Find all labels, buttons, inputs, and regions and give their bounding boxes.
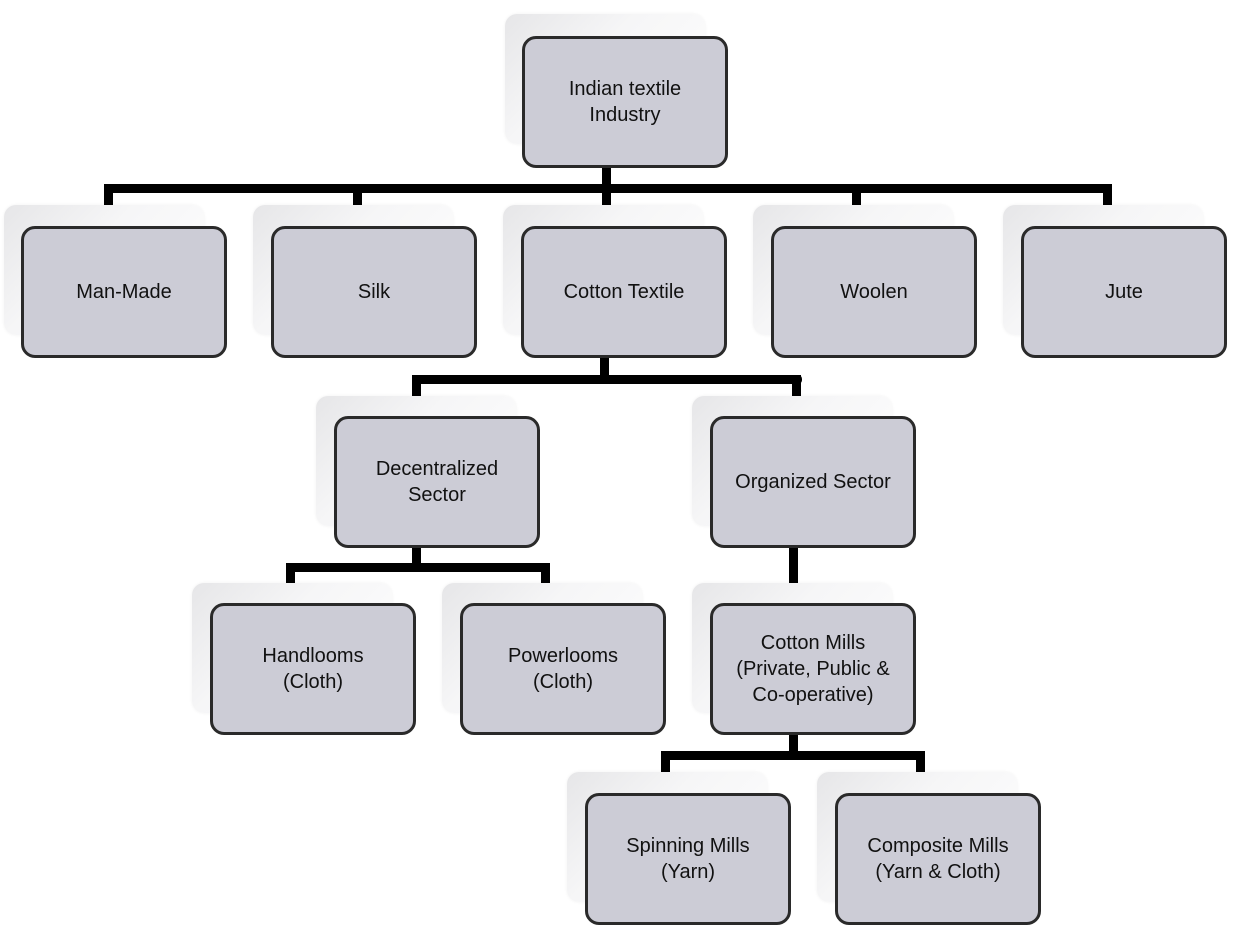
node-powerlooms: Powerlooms (Cloth) <box>460 603 666 735</box>
node-decentralized-sector: Decentralized Sector <box>334 416 540 548</box>
connector-powerlooms <box>541 563 550 585</box>
node-cotton-textile: Cotton Textile <box>521 226 727 358</box>
node-spinning-mills: Spinning Mills (Yarn) <box>585 793 791 925</box>
node-organized-sector: Organized Sector <box>710 416 916 548</box>
node-handlooms: Handlooms (Cloth) <box>210 603 416 735</box>
connector-jute <box>1103 184 1112 208</box>
node-root: Indian textile Industry <box>522 36 728 168</box>
connector-decentral-stem <box>412 547 421 571</box>
connector-organized <box>792 375 801 399</box>
connector-mills-bus <box>661 751 925 760</box>
connector-cotton-bus <box>412 375 802 384</box>
node-composite-mills: Composite Mills (Yarn & Cloth) <box>835 793 1041 925</box>
connector-cotton <box>602 184 611 208</box>
connector-spinning <box>661 751 670 775</box>
connector-woolen <box>852 184 861 208</box>
connector-cotton-stem <box>600 355 609 383</box>
node-woolen: Woolen <box>771 226 977 358</box>
connector-mills-stem <box>789 735 798 759</box>
connector-silk <box>353 184 362 208</box>
connector-root-stem <box>602 168 611 188</box>
node-jute: Jute <box>1021 226 1227 358</box>
node-cotton-mills: Cotton Mills (Private, Public & Co-opera… <box>710 603 916 735</box>
node-man-made: Man-Made <box>21 226 227 358</box>
connector-man-made <box>104 184 113 208</box>
connector-decentralized <box>412 375 421 399</box>
connector-handlooms <box>286 563 295 585</box>
connector-organized-mills <box>789 547 798 585</box>
node-silk: Silk <box>271 226 477 358</box>
connector-composite <box>916 751 925 775</box>
connector-decentral-bus <box>286 563 550 572</box>
